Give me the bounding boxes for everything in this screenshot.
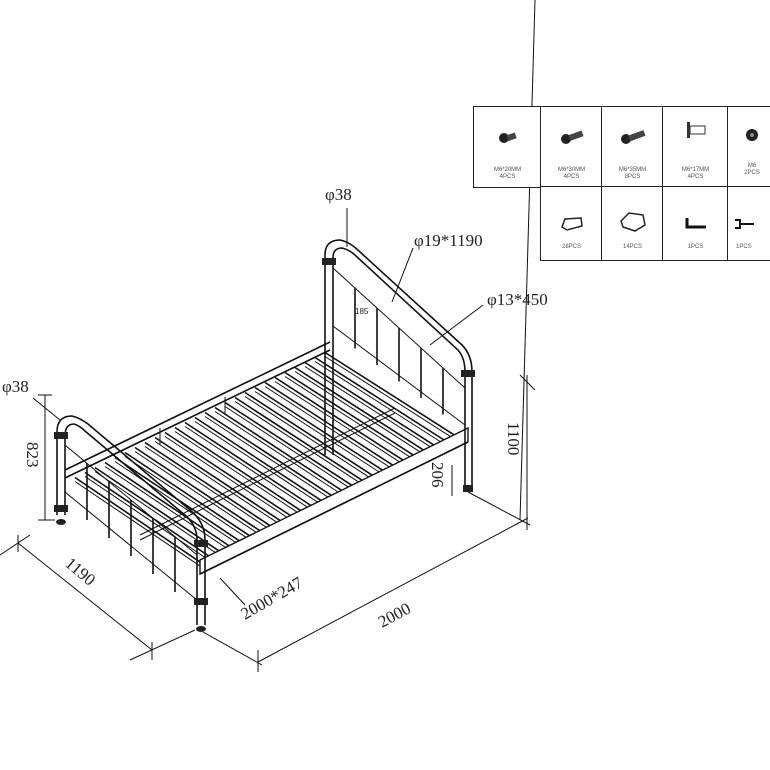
bed-slat <box>214 406 349 496</box>
bed-slat <box>254 391 389 479</box>
slat-cap-large-icon <box>619 212 646 232</box>
bed-slat <box>74 476 206 567</box>
label-width: 1190 <box>61 554 99 590</box>
bed-slat <box>284 371 420 460</box>
bed-slat <box>254 386 389 475</box>
part-qty: 8PCS <box>624 174 641 180</box>
label-bar-spacing: 185 <box>355 307 369 316</box>
label-clearance: 206 <box>428 462 447 488</box>
bed-slat <box>304 366 440 454</box>
part-qty: 1PCS <box>736 244 752 250</box>
part-qty: 2PCS <box>744 170 760 176</box>
part-qty: 4PCS <box>563 174 580 180</box>
part-qty: 14PCS <box>622 244 642 250</box>
part-size: M6 <box>747 163 757 169</box>
part-qty: 1PCS <box>687 244 704 250</box>
bed-slat <box>204 416 338 504</box>
part-size: M6*20MM <box>493 167 522 173</box>
label-foot-post-diameter: φ38 <box>2 377 29 396</box>
bolt-long-icon <box>620 130 645 144</box>
label-side-rail: 2000*247 <box>238 573 307 624</box>
bed-slat <box>114 461 247 550</box>
bed-slat <box>264 386 400 474</box>
part-size: M6*17MM <box>681 167 710 173</box>
part-size: M6*35MM <box>618 167 647 173</box>
bed-slat <box>214 411 349 499</box>
bed-slat <box>154 436 288 526</box>
bed-slat <box>174 431 308 520</box>
bed-slat <box>224 406 359 494</box>
label-top-post-diameter: φ38 <box>325 185 352 204</box>
bed-slat <box>324 351 461 440</box>
bed-slat <box>134 446 267 536</box>
bed-slat <box>84 476 216 565</box>
bed-slat <box>224 401 359 490</box>
bed-slat <box>294 366 430 455</box>
bed-slat <box>274 381 410 469</box>
bed-slat <box>164 431 298 521</box>
bed-slat <box>234 401 369 489</box>
label-footboard-height: 823 <box>23 442 42 468</box>
bed-slat <box>164 436 298 525</box>
bolt-short-icon <box>498 132 517 143</box>
bed-slat <box>104 461 237 551</box>
bed-slat <box>264 381 400 470</box>
bed-slat <box>284 376 420 464</box>
far-side-rail <box>64 341 331 479</box>
bed-slat <box>244 396 379 484</box>
bed-slat <box>234 396 369 485</box>
label-headboard-rail: φ19*1190 <box>414 231 483 250</box>
headboard <box>322 239 475 492</box>
part-qty: 4PCS <box>499 174 516 180</box>
wrench-icon <box>735 219 754 229</box>
bed-slat <box>244 391 379 480</box>
bed-slat <box>194 416 328 506</box>
bed-slat <box>174 426 308 516</box>
barrel-nut-icon <box>686 122 705 138</box>
bed-slat <box>204 411 339 501</box>
part-cell: 1PCS <box>662 186 729 261</box>
label-headboard-bar: φ13*450 <box>487 290 548 309</box>
hex-nut-icon <box>746 129 758 141</box>
bolt-medium-icon <box>560 130 584 144</box>
bed-slat <box>304 361 440 450</box>
dimension-lines <box>0 0 536 672</box>
bed-slat <box>274 376 410 465</box>
bed-slat <box>124 451 257 541</box>
footboard <box>54 415 208 632</box>
part-cell: 1PCS <box>727 186 770 261</box>
part-qty: 28PCS <box>561 244 581 250</box>
label-headboard-height: 1100 <box>504 422 523 455</box>
bed-slat <box>104 466 236 555</box>
bed-slat <box>314 356 451 445</box>
bed-slat <box>184 426 318 515</box>
bed-slat <box>74 481 206 570</box>
bed-slat <box>184 421 318 511</box>
label-length: 2000 <box>375 599 414 632</box>
slat-cap-small-icon <box>560 217 583 231</box>
bed-slat <box>294 371 430 459</box>
bed-slat <box>124 456 257 545</box>
bed-slat <box>324 356 461 443</box>
bed-slat <box>144 441 277 531</box>
part-qty: 4PCS <box>687 174 704 180</box>
allen-key-icon <box>685 218 706 229</box>
bed-slat <box>154 441 287 530</box>
bed-slat <box>134 451 267 540</box>
dimension-labels: φ38 φ19*1190 φ13*450 φ38 185 823 1100 20… <box>2 185 548 632</box>
bed-slat <box>194 421 328 509</box>
part-cell: 14PCS <box>601 186 664 261</box>
bed-slat <box>144 446 277 535</box>
part-size: M6*30MM <box>557 167 586 173</box>
near-side-rail <box>199 426 469 576</box>
part-cell: 28PCS <box>540 186 603 261</box>
bed-slat <box>314 361 450 449</box>
